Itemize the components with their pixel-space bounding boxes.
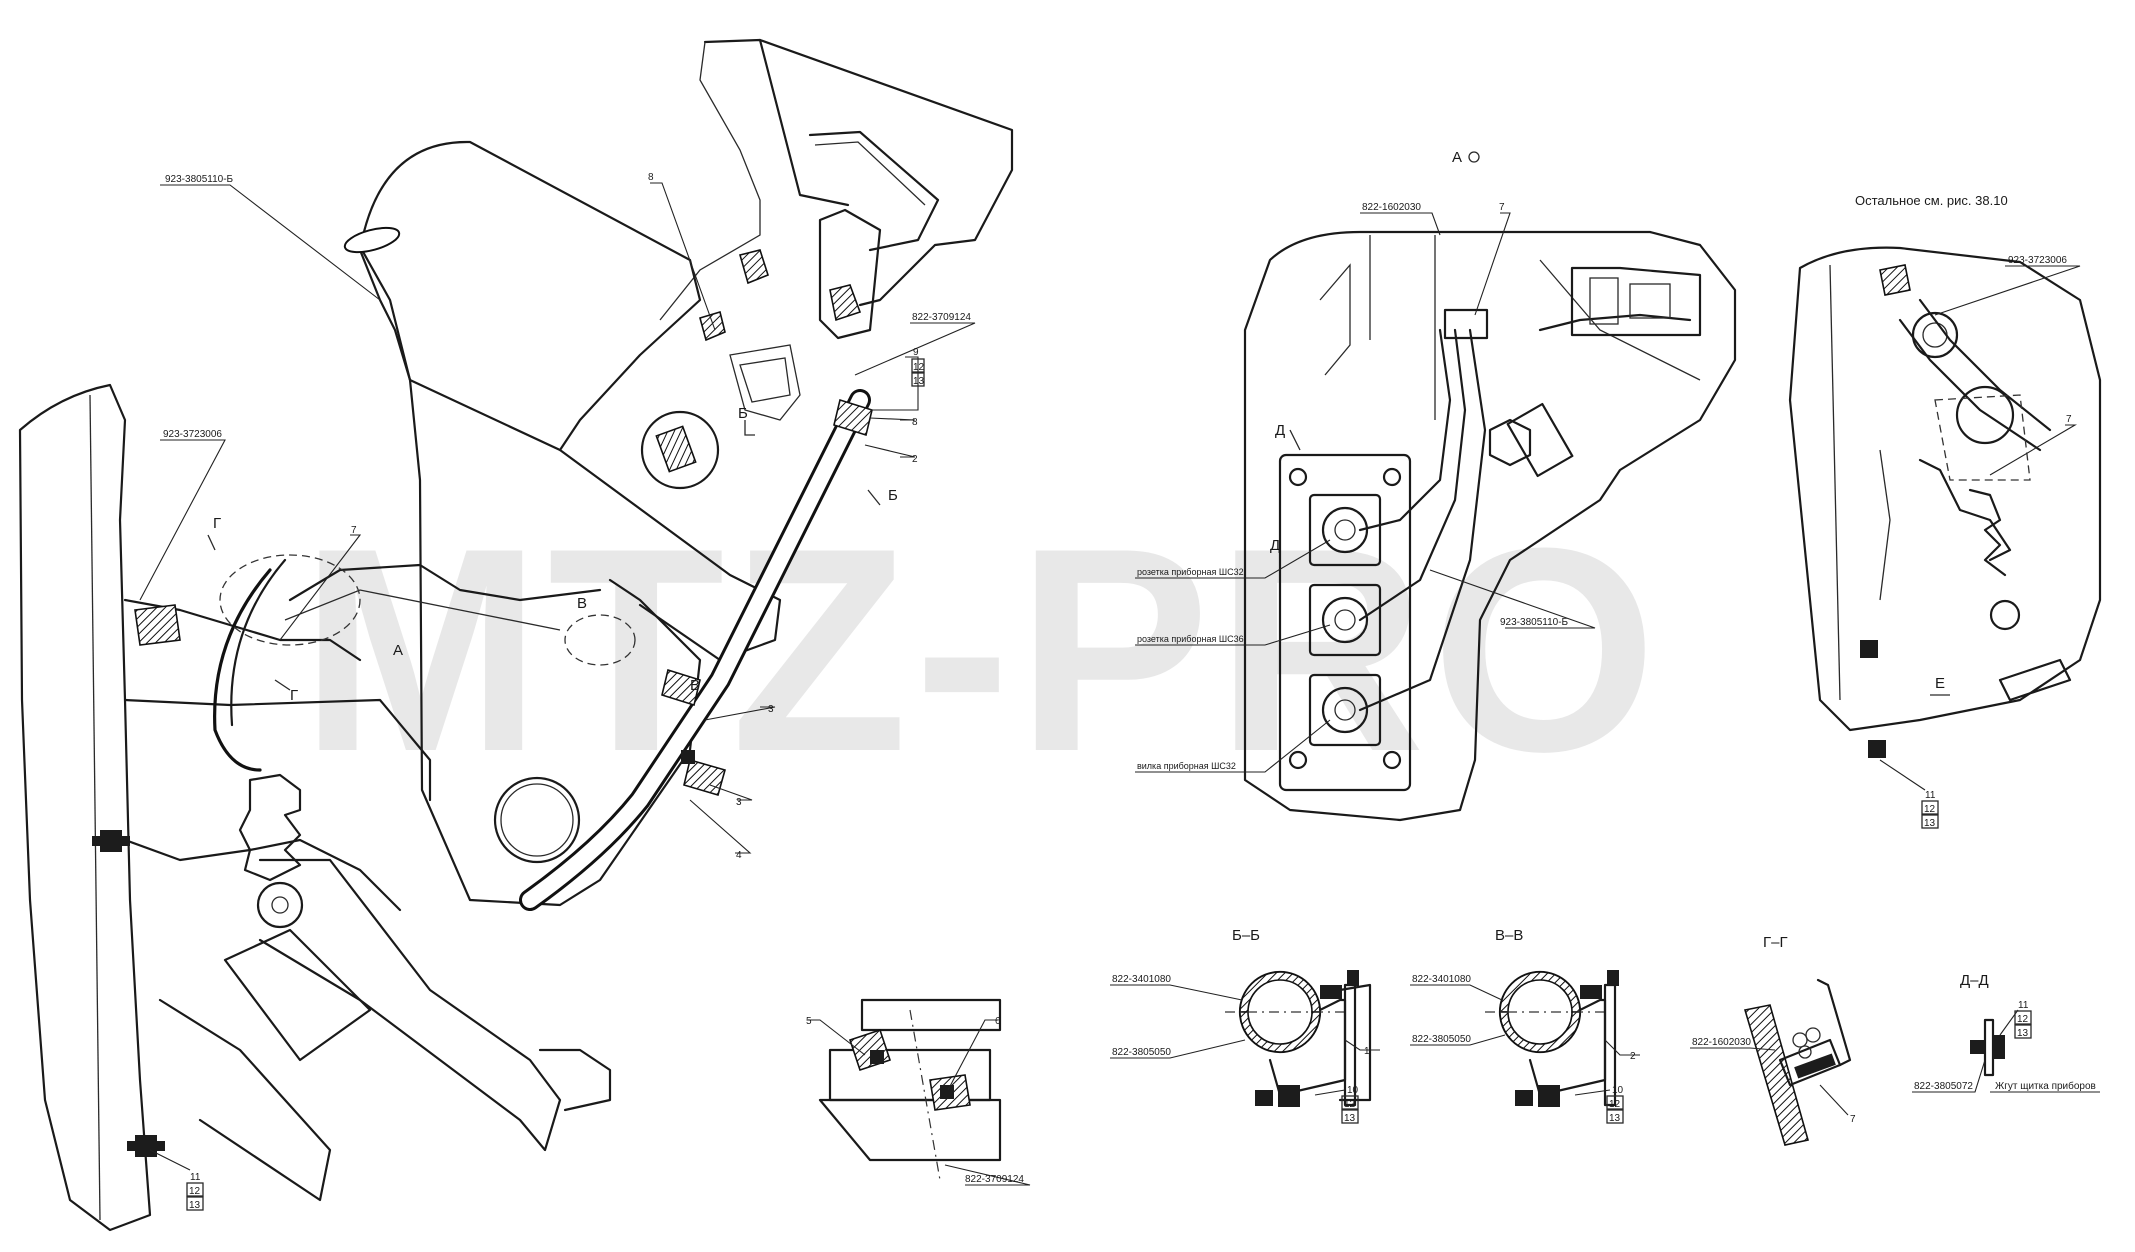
section-marker-d: Д [1270,537,1280,554]
label-hose-main-a: 923-3805110-Б [1500,617,1569,628]
label-holder-bb: 822-3805050 [1112,1047,1171,1058]
item-number: 11 [1925,790,1936,801]
view-a: А [1135,149,1737,822]
section-gg-title: Г–Г [1763,934,1788,951]
section-marker-e: Е [1935,675,1945,692]
section-vv: В–В 822-3401080 822-3805050 2 10 12 13 [1410,927,1640,1124]
item-number: 9 [913,347,919,358]
note-see-fig: Остальное см. рис. 38.10 [1855,193,2008,208]
section-dd-title: Д–Д [1960,972,1989,989]
section-vv-title: В–В [1495,927,1523,944]
item-number: 13 [913,376,925,387]
section-marker-v: В [690,677,700,694]
section-marker-b: Б [888,487,898,504]
section-marker-g: Г [213,515,221,532]
bolt-icon [1860,640,1878,658]
bolt-icon [1970,1035,2005,1059]
item-number: 13 [2017,1028,2029,1039]
item-number: 7 [351,525,357,536]
watermark: MTZ-PRO [300,488,1663,812]
bolt-icon [1515,1085,1560,1107]
item-number: 12 [189,1186,201,1197]
label-holder-vv: 822-3805050 [1412,1034,1471,1045]
main-view: Б Б В В Г Г А 923-3805110-Б 923-3723006 … [18,38,1014,1232]
connector-icon [1308,493,1382,567]
bolt-icon [1868,740,1886,758]
bolt-icon [92,830,130,852]
label-plug: вилка приборная ШС32 [1137,761,1236,771]
item-number: 8 [912,417,918,428]
item-number: 1 [1364,1046,1370,1057]
label-socket-2: розетка приборная ШС36 [1137,634,1244,644]
bolt-icon [681,750,695,764]
item-number: 10 [1612,1085,1624,1096]
label-seal-left: 923-3723006 [163,429,222,440]
section-dd: Д–Д 11 12 13 822-3805072 Жгут щитка приб… [1912,972,2100,1093]
item-number: 13 [1924,818,1936,829]
item-number: 5 [806,1016,812,1027]
connector-icon [1308,673,1382,747]
item-number: 11 [190,1172,201,1183]
item-number: 4 [736,850,742,861]
item-number: 8 [648,172,654,183]
section-bb-title: Б–Б [1232,927,1260,944]
item-number: 13 [1609,1113,1621,1124]
right-detail: Остальное см. рис. 38.10 Е 923-3723006 7… [1788,193,2102,829]
clamp-detail: 5 6 822-3709124 [806,998,1031,1186]
label-socket-1: розетка приборная ШС32 [1137,567,1244,577]
item-number: 2 [912,454,918,465]
bolt-icon [1320,970,1359,999]
item-number: 6 [995,1016,1001,1027]
bolt-icon [1580,970,1619,999]
item-number: 3 [768,704,774,715]
label-bracket-a: 822-1602030 [1362,202,1421,213]
label-bracket-g: 822-1602030 [1692,1037,1751,1048]
item-number: 11 [2018,1000,2029,1011]
bolt-icon [127,1135,165,1157]
item-number: 12 [913,362,925,373]
section-marker-d: Д [1275,422,1285,439]
item-number: 7 [2066,414,2072,425]
view-marker-a: А [393,642,403,659]
label-clamp-top: 822-3709124 [912,312,971,323]
view-a-title: А [1452,149,1462,166]
label-harness: Жгут щитка приборов [1995,1080,2096,1092]
connector-icon [1308,583,1382,657]
section-gg: Г–Г 822-1602030 7 [1690,934,1856,1146]
item-number: 7 [1499,202,1505,213]
item-number: 12 [2017,1014,2029,1025]
section-marker-g: Г [290,687,298,704]
bolt-icon [1255,1085,1300,1107]
label-clamp-bb: 822-3401080 [1112,974,1171,985]
item-number: 2 [1630,1051,1636,1062]
label-clamp-bottom: 822-3709124 [965,1174,1024,1185]
section-marker-b: Б [738,405,748,422]
item-number: 12 [1924,804,1936,815]
label-seal-right: 923-3723006 [2008,255,2067,266]
section-bb: Б–Б 822-3401080 822-3805050 1 10 12 13 [1110,927,1380,1124]
section-marker-v: В [577,595,587,612]
item-number: 7 [1850,1114,1856,1125]
item-number: 12 [1344,1099,1356,1110]
item-number: 3 [736,797,742,808]
item-number: 12 [1609,1099,1621,1110]
label-clamp-vv: 822-3401080 [1412,974,1471,985]
item-number: 13 [1344,1113,1356,1124]
label-hose-main: 923-3805110-Б [165,174,234,185]
label-bracket-dd: 822-3805072 [1914,1081,1973,1092]
item-number: 13 [189,1200,201,1211]
item-number: 10 [1347,1085,1359,1096]
